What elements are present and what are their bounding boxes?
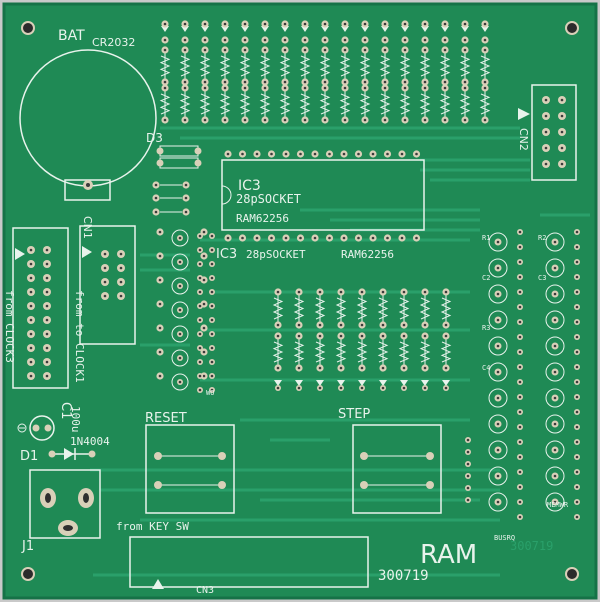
- mounting-holes: [21, 21, 579, 581]
- label-from-clock3: from CLOCK3: [3, 290, 16, 363]
- cn2-pins: [542, 96, 566, 168]
- connector-cn1: [12, 225, 136, 389]
- label-ic3-top: IC3: [238, 178, 261, 194]
- led: [161, 26, 169, 32]
- cn1-pins: [27, 246, 125, 380]
- label-from-key-sw: from KEY SW: [116, 520, 189, 533]
- step-switch: [352, 424, 442, 514]
- label-ram-top: RAM62256: [236, 212, 289, 225]
- label-r1: R1: [482, 234, 490, 242]
- ic3-pins: [224, 150, 421, 242]
- label-wo: WO: [206, 389, 214, 397]
- battery-holder: [19, 49, 157, 201]
- led: [301, 26, 309, 32]
- copper-traces: [90, 126, 590, 577]
- led: [241, 26, 249, 32]
- led: [281, 26, 289, 32]
- label-memwr: MEMWR: [547, 501, 569, 509]
- label-date-faint: 300719: [510, 539, 553, 553]
- led: [361, 26, 369, 32]
- led: [181, 26, 189, 32]
- led: [461, 26, 469, 32]
- led: [201, 26, 209, 32]
- led: [221, 26, 229, 32]
- led: [261, 26, 269, 32]
- ic3-socket-top: [221, 159, 425, 231]
- label-cn3: CN3: [196, 585, 214, 596]
- led: [321, 26, 329, 32]
- capacitor-c1: [17, 415, 55, 441]
- label-c4: C4: [482, 364, 490, 372]
- led: [341, 26, 349, 32]
- label-from-to-clock1: from to CLOCK1: [73, 290, 86, 383]
- diode-d3: [156, 145, 202, 169]
- power-jack-j1: [29, 469, 101, 539]
- connector-cn2: [518, 84, 577, 181]
- led: [381, 26, 389, 32]
- led: [481, 26, 489, 32]
- label-r3: R3: [482, 324, 490, 332]
- middle-resistor-array: [272, 288, 452, 391]
- left-small-components: [152, 181, 215, 393]
- label-cr2032: CR2032: [92, 36, 135, 49]
- label-bat: BAT: [58, 28, 85, 44]
- label-c2: C2: [482, 274, 490, 282]
- label-socket-bottom: 28pSOCKET: [246, 248, 306, 261]
- label-socket-top: 28pSOCKET: [236, 192, 301, 206]
- label-d1: D1: [20, 449, 38, 464]
- label-cn2: CN2: [517, 128, 530, 151]
- label-r2: R2: [538, 234, 546, 242]
- label-cn1: CN1: [81, 216, 94, 239]
- label-reset: RESET: [145, 411, 187, 426]
- label-date: 300719: [378, 568, 429, 584]
- led: [401, 26, 409, 32]
- label-ram: RAM: [420, 540, 477, 570]
- led: [421, 26, 429, 32]
- label-d1-part: 1N4004: [70, 435, 110, 448]
- top-resistor-bank: [159, 20, 491, 124]
- label-d3: D3: [146, 131, 163, 145]
- label-busrq: BUSRQ: [494, 534, 515, 542]
- label-c1-value: 100u: [69, 406, 82, 433]
- pcb-substrate: [4, 4, 596, 598]
- diode-d1: [48, 448, 96, 460]
- reset-switch: [145, 424, 235, 514]
- label-step: STEP: [338, 407, 370, 422]
- label-c1: C1: [58, 402, 73, 419]
- connector-cn3: [129, 536, 369, 589]
- led: [441, 26, 449, 32]
- right-components: [465, 229, 580, 520]
- label-c3: C3: [538, 274, 546, 282]
- label-ram-bottom: RAM62256: [341, 248, 394, 261]
- label-j1: J1: [21, 539, 34, 554]
- label-ic3-bottom: IC3: [216, 247, 237, 262]
